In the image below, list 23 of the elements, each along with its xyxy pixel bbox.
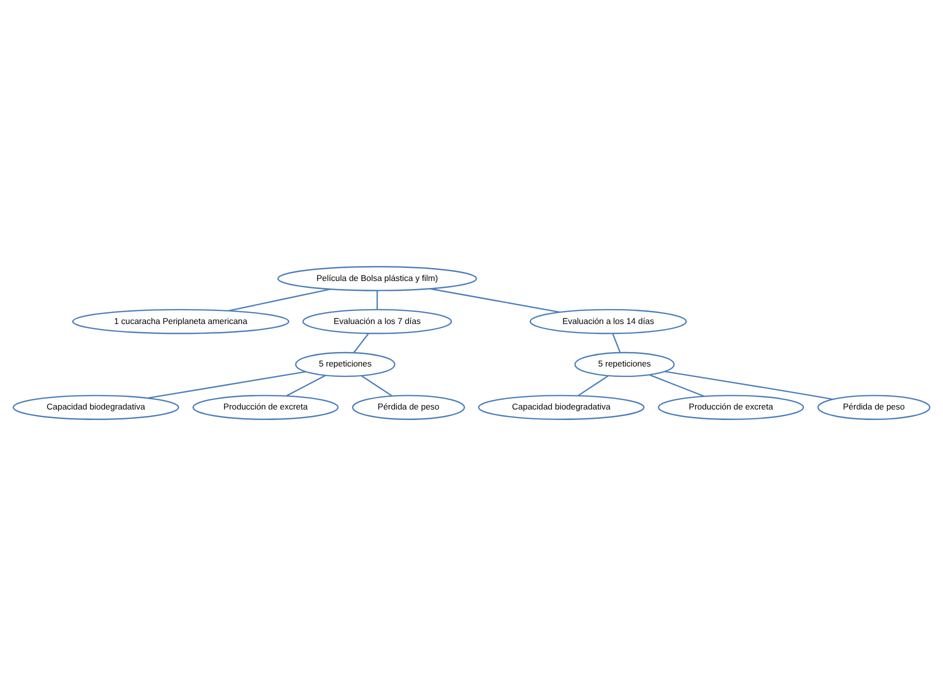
node-ellipse: Capacidad biodegradativa [478,394,645,420]
node-ellipse: Producción de excreta [192,394,339,420]
node-ellipse: Evaluación a los 14 días [530,308,687,334]
node-ellipse: 5 repeticiones [574,351,675,377]
node-ellipse: Pérdida de peso [352,394,466,420]
connector [578,374,609,396]
connector [361,374,392,396]
connector [649,374,704,396]
connector [430,288,560,312]
connector [228,288,330,311]
connector [376,290,378,310]
node-ellipse: 5 repeticiones [295,351,396,377]
node-ellipse: Capacidad biodegradativa [12,394,180,420]
connector [664,370,833,400]
node-ellipse: Evaluación a los 7 días [302,308,452,334]
node-ellipse: Producción de excreta [658,394,804,420]
connector [612,332,621,352]
connector [353,332,369,352]
node-ellipse: 1 cucaracha Periplaneta americana [72,308,290,334]
node-ellipse: Película de Bolsa plástica y film) [277,266,478,291]
node-ellipse: Pérdida de peso [817,394,930,420]
connector [148,370,306,398]
connector [286,374,326,396]
